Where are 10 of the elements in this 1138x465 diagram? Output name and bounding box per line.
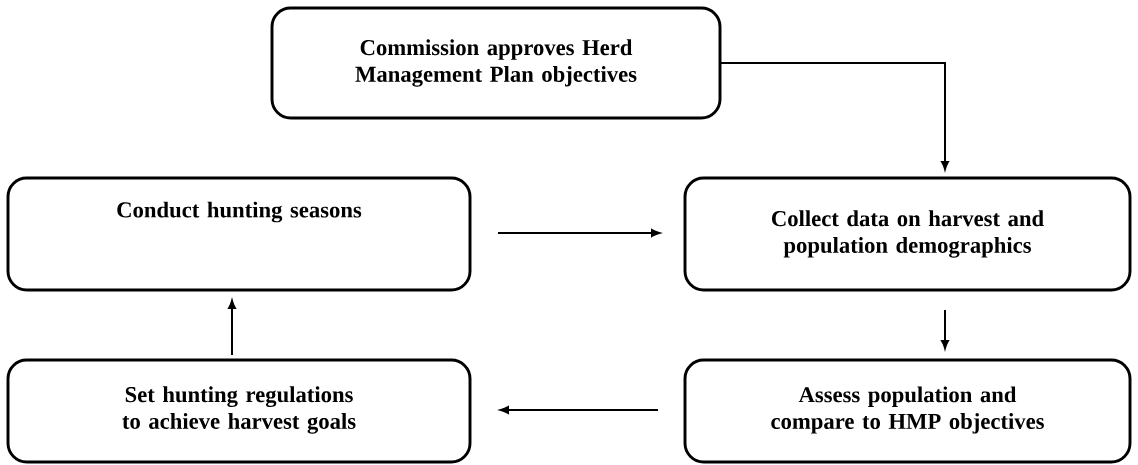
process-box: Set hunting regulations to achieve harvest goals (6, 358, 472, 464)
process-box: Commission approves Herd Management Plan objectives (270, 6, 722, 120)
process-box: Collect data on harvest and population demographics (683, 176, 1132, 292)
process-box: Conduct hunting seasons (6, 176, 472, 292)
arrow (228, 300, 236, 356)
arrow (719, 62, 949, 170)
process-box: Assess population and compare to HMP objectives (683, 358, 1132, 464)
arrow (500, 406, 659, 414)
arrow (497, 229, 660, 237)
arrow (941, 309, 949, 349)
